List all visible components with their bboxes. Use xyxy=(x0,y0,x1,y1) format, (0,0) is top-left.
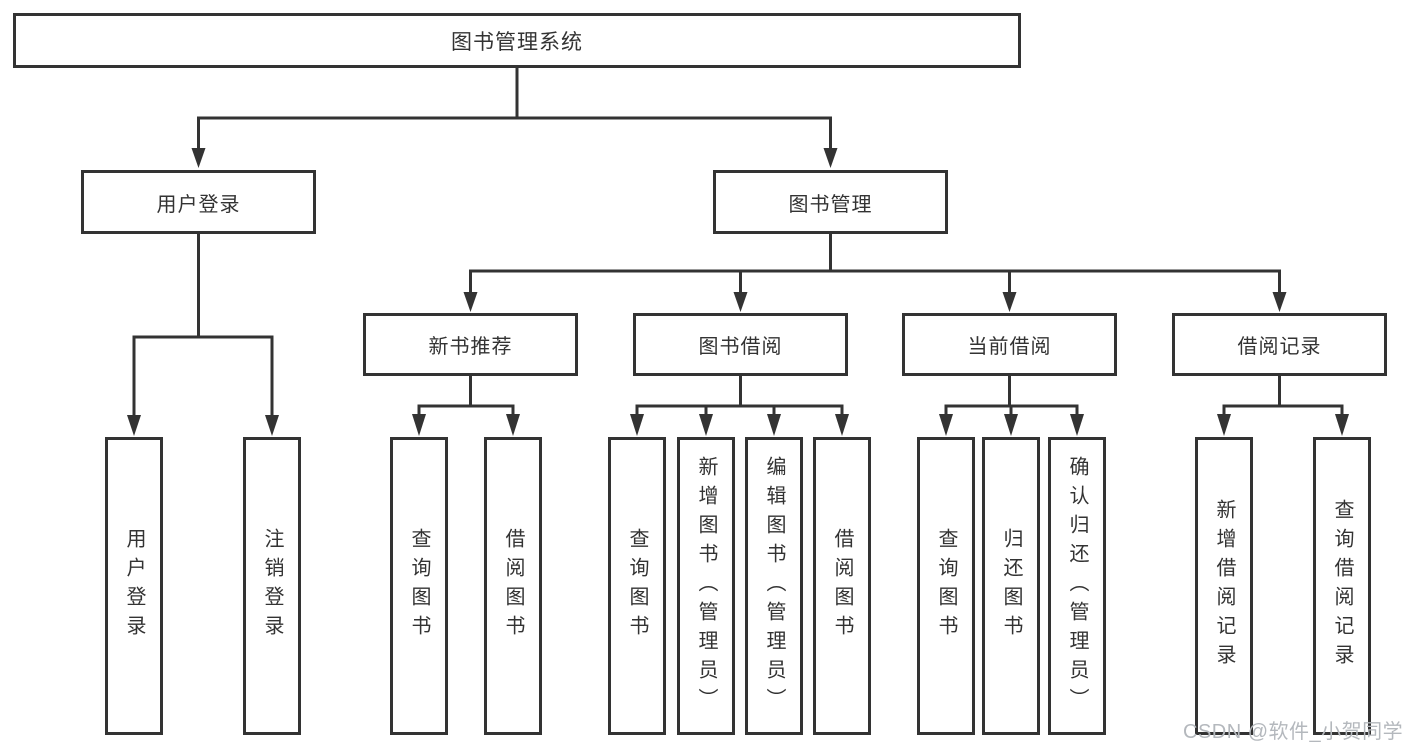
book-borrowing-branch xyxy=(630,376,849,436)
leaf-query-borrow-record: 查询借阅记录 xyxy=(1313,437,1371,735)
watermark: CSDN @软件_小贺同学 xyxy=(1183,721,1404,743)
leaf-query-books-1: 查询图书 xyxy=(390,437,448,735)
node-root: 图书管理系统 xyxy=(13,13,1021,68)
leaf-return-book: 归还图书 xyxy=(982,437,1040,735)
borrow-records-branch xyxy=(1217,376,1349,436)
leaf-borrow-books-1: 借阅图书 xyxy=(484,437,542,735)
node-book-borrowing: 图书借阅 xyxy=(633,313,848,376)
book-management-branch xyxy=(463,234,1287,312)
leaf-query-books-2: 查询图书 xyxy=(608,437,666,735)
leaf-user-login: 用户登录 xyxy=(105,437,163,735)
user-login-branch xyxy=(127,234,279,436)
current-borrowing-branch xyxy=(939,376,1084,436)
trunk-connector xyxy=(191,68,838,168)
leaf-confirm-return-admin: 确认归还（管理员） xyxy=(1048,437,1106,735)
leaf-logout: 注销登录 xyxy=(243,437,301,735)
node-borrow-records: 借阅记录 xyxy=(1172,313,1387,376)
leaf-add-book-admin: 新增图书（管理员） xyxy=(677,437,735,735)
leaf-borrow-books-2: 借阅图书 xyxy=(813,437,871,735)
node-user-login: 用户登录 xyxy=(81,170,316,234)
leaf-edit-book-admin: 编辑图书（管理员） xyxy=(745,437,803,735)
leaf-query-books-3: 查询图书 xyxy=(917,437,975,735)
new-book-branch xyxy=(412,376,520,436)
leaf-add-borrow-record: 新增借阅记录 xyxy=(1195,437,1253,735)
node-new-book-recommend: 新书推荐 xyxy=(363,313,578,376)
node-current-borrowing: 当前借阅 xyxy=(902,313,1117,376)
node-book-management: 图书管理 xyxy=(713,170,948,234)
